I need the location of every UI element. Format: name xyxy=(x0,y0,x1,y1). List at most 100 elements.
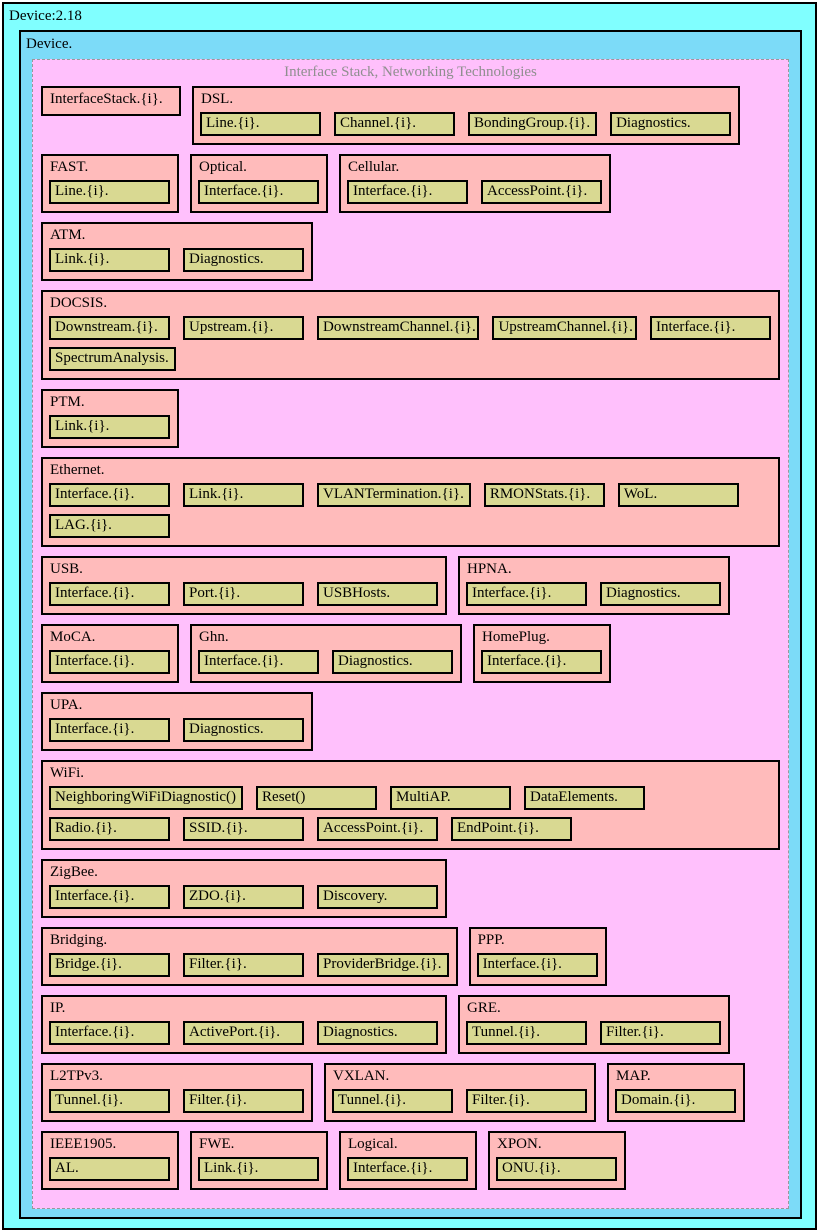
object-spectrumanalysis[interactable]: SpectrumAnalysis. xyxy=(49,347,176,371)
group-upa[interactable]: UPA.Interface.{i}.Diagnostics. xyxy=(41,692,313,751)
object-interface-i[interactable]: Interface.{i}. xyxy=(650,316,771,340)
group-hpna[interactable]: HPNA.Interface.{i}.Diagnostics. xyxy=(458,556,730,615)
object-neighboringwifidiagnostic[interactable]: NeighboringWiFiDiagnostic() xyxy=(49,786,244,810)
object-interface-i[interactable]: Interface.{i}. xyxy=(49,718,170,742)
object-interface-i[interactable]: Interface.{i}. xyxy=(476,953,598,977)
object-dataelements[interactable]: DataElements. xyxy=(524,786,646,810)
group-fast[interactable]: FAST. Line.{i}. xyxy=(41,154,179,213)
group-usb[interactable]: USB.Interface.{i}.Port.{i}.USBHosts. xyxy=(41,556,447,615)
object-multiap[interactable]: MultiAP. xyxy=(390,786,512,810)
object-downstreamchannel-i[interactable]: DownstreamChannel.{i}. xyxy=(317,316,480,340)
object-zdo-i[interactable]: ZDO.{i}. xyxy=(183,885,304,909)
child-row: Interface.{i}. AccessPoint.{i}. xyxy=(347,180,602,204)
object-interface-i[interactable]: Interface.{i}. xyxy=(466,582,587,606)
object-link-i[interactable]: Link.{i}. xyxy=(198,1157,319,1181)
object-interface-i[interactable]: Interface.{i}. xyxy=(347,1157,468,1181)
object-tunnel-i[interactable]: Tunnel.{i}. xyxy=(49,1089,170,1113)
object-link-i[interactable]: Link.{i}. xyxy=(49,415,170,439)
object-tunnel-i[interactable]: Tunnel.{i}. xyxy=(466,1021,587,1045)
object-interface-i[interactable]: Interface.{i}. xyxy=(49,483,170,507)
object-channel-i[interactable]: Channel.{i}. xyxy=(334,112,455,136)
object-accesspoint-i[interactable]: AccessPoint.{i}. xyxy=(317,817,438,841)
object-endpoint-i[interactable]: EndPoint.{i}. xyxy=(451,817,572,841)
object-interface-i[interactable]: Interface.{i}. xyxy=(198,650,319,674)
object-bridge-i[interactable]: Bridge.{i}. xyxy=(49,953,170,977)
group-l2tpv3[interactable]: L2TPv3.Tunnel.{i}.Filter.{i}. xyxy=(41,1063,313,1122)
object-filter-i[interactable]: Filter.{i}. xyxy=(600,1021,721,1045)
object-domain-i[interactable]: Domain.{i}. xyxy=(615,1089,736,1113)
child-row: LAG.{i}. xyxy=(49,514,771,538)
object-radio-i[interactable]: Radio.{i}. xyxy=(49,817,170,841)
object-rmonstats-i[interactable]: RMONStats.{i}. xyxy=(483,483,605,507)
object-diagnostics[interactable]: Diagnostics. xyxy=(600,582,721,606)
object-interface-i[interactable]: Interface.{i}. xyxy=(198,180,319,204)
object-diagnostics[interactable]: Diagnostics. xyxy=(183,248,304,272)
group-moca[interactable]: MoCA.Interface.{i}. xyxy=(41,624,179,683)
group-bridging[interactable]: Bridging.Bridge.{i}.Filter.{i}.ProviderB… xyxy=(41,927,458,986)
object-onu-i[interactable]: ONU.{i}. xyxy=(496,1157,617,1181)
child-row: Radio.{i}. SSID.{i}. AccessPoint.{i}. EndPo… xyxy=(49,817,771,841)
object-bondinggroup-i[interactable]: BondingGroup.{i}. xyxy=(468,112,598,136)
object-link-i[interactable]: Link.{i}. xyxy=(183,483,304,507)
group-atm[interactable]: ATM.Link.{i}.Diagnostics. xyxy=(41,222,313,281)
group-ghn[interactable]: Ghn.Interface.{i}.Diagnostics. xyxy=(190,624,462,683)
object-lag-i[interactable]: LAG.{i}. xyxy=(49,514,170,538)
child-row: Interface.{i}. xyxy=(481,650,602,674)
object-upstreamchannel-i[interactable]: UpstreamChannel.{i}. xyxy=(492,316,637,340)
object-vlantermination-i[interactable]: VLANTermination.{i}. xyxy=(317,483,471,507)
object-port-i[interactable]: Port.{i}. xyxy=(183,582,304,606)
object-downstream-i[interactable]: Downstream.{i}. xyxy=(49,316,170,340)
object-filter-i[interactable]: Filter.{i}. xyxy=(466,1089,587,1113)
group-ip[interactable]: IP.Interface.{i}.ActivePort.{i}.Diagnost… xyxy=(41,995,447,1054)
object-link-i[interactable]: Link.{i}. xyxy=(49,248,170,272)
object-line-i[interactable]: Line.{i}. xyxy=(49,180,170,204)
object-line-i[interactable]: Line.{i}. xyxy=(200,112,321,136)
object-reset[interactable]: Reset() xyxy=(256,786,378,810)
object-interface-i[interactable]: Interface.{i}. xyxy=(49,1021,170,1045)
object-usbhosts[interactable]: USBHosts. xyxy=(317,582,438,606)
object-filter-i[interactable]: Filter.{i}. xyxy=(183,953,304,977)
object-accesspoint-i[interactable]: AccessPoint.{i}. xyxy=(481,180,602,204)
object-diagnostics[interactable]: Diagnostics. xyxy=(183,718,304,742)
object-filter-i[interactable]: Filter.{i}. xyxy=(183,1089,304,1113)
group-ppp[interactable]: PPP.Interface.{i}. xyxy=(468,927,607,986)
group-fwe[interactable]: FWE.Link.{i}. xyxy=(190,1131,328,1190)
object-diagnostics[interactable]: Diagnostics. xyxy=(610,112,732,136)
object-al[interactable]: AL. xyxy=(49,1157,170,1181)
group-interfacestack-i[interactable]: InterfaceStack.{i}. xyxy=(41,86,181,116)
group-docsis[interactable]: DOCSIS.Downstream.{i}.Upstream.{i}.Downs… xyxy=(41,290,780,380)
group-homeplug[interactable]: HomePlug.Interface.{i}. xyxy=(473,624,611,683)
object-upstream-i[interactable]: Upstream.{i}. xyxy=(183,316,304,340)
group-wifi[interactable]: WiFi.NeighboringWiFiDiagnostic()Reset()M… xyxy=(41,760,780,850)
object-interface-i[interactable]: Interface.{i}. xyxy=(49,582,170,606)
group-map[interactable]: MAP.Domain.{i}. xyxy=(607,1063,745,1122)
object-diagnostics[interactable]: Diagnostics. xyxy=(332,650,453,674)
object-discovery[interactable]: Discovery. xyxy=(317,885,438,909)
object-ssid-i[interactable]: SSID.{i}. xyxy=(183,817,304,841)
group-dsl[interactable]: DSL.Line.{i}.Channel.{i}.BondingGroup.{i… xyxy=(192,86,741,145)
group-ethernet[interactable]: Ethernet.Interface.{i}.Link.{i}.VLANTerm… xyxy=(41,457,780,547)
group-gre[interactable]: GRE.Tunnel.{i}.Filter.{i}. xyxy=(458,995,730,1054)
object-interface-i[interactable]: Interface.{i}. xyxy=(481,650,602,674)
object-interface-i[interactable]: Interface.{i}. xyxy=(347,180,468,204)
object-interface-i[interactable]: Interface.{i}. xyxy=(49,885,170,909)
group-zigbee[interactable]: ZigBee.Interface.{i}.ZDO.{i}.Discovery. xyxy=(41,859,447,918)
object-diagnostics[interactable]: Diagnostics. xyxy=(317,1021,438,1045)
group-ptm[interactable]: PTM.Link.{i}. xyxy=(41,389,179,448)
group-row: UPA.Interface.{i}.Diagnostics. xyxy=(41,692,780,751)
object-tunnel-i[interactable]: Tunnel.{i}. xyxy=(332,1089,453,1113)
object-interface-i[interactable]: Interface.{i}. xyxy=(49,650,170,674)
group-logical[interactable]: Logical.Interface.{i}. xyxy=(339,1131,477,1190)
group-ieee1905[interactable]: IEEE1905.AL. xyxy=(41,1131,179,1190)
object-activeport-i[interactable]: ActivePort.{i}. xyxy=(183,1021,304,1045)
object-wol[interactable]: WoL. xyxy=(617,483,739,507)
object-providerbridge-i[interactable]: ProviderBridge.{i}. xyxy=(317,953,449,977)
child-row: ONU.{i}. xyxy=(496,1157,617,1181)
group-vxlan[interactable]: VXLAN.Tunnel.{i}.Filter.{i}. xyxy=(324,1063,596,1122)
group-row: FAST.Line.{i}.Optical.Interface.{i}.Cell… xyxy=(41,154,780,213)
group-optical[interactable]: Optical.Interface.{i}. xyxy=(190,154,328,213)
group-cellular[interactable]: Cellular.Interface.{i}.AccessPoint.{i}. xyxy=(339,154,611,213)
group-xpon[interactable]: XPON.ONU.{i}. xyxy=(488,1131,626,1190)
group-title-fast: FAST. xyxy=(50,159,89,175)
